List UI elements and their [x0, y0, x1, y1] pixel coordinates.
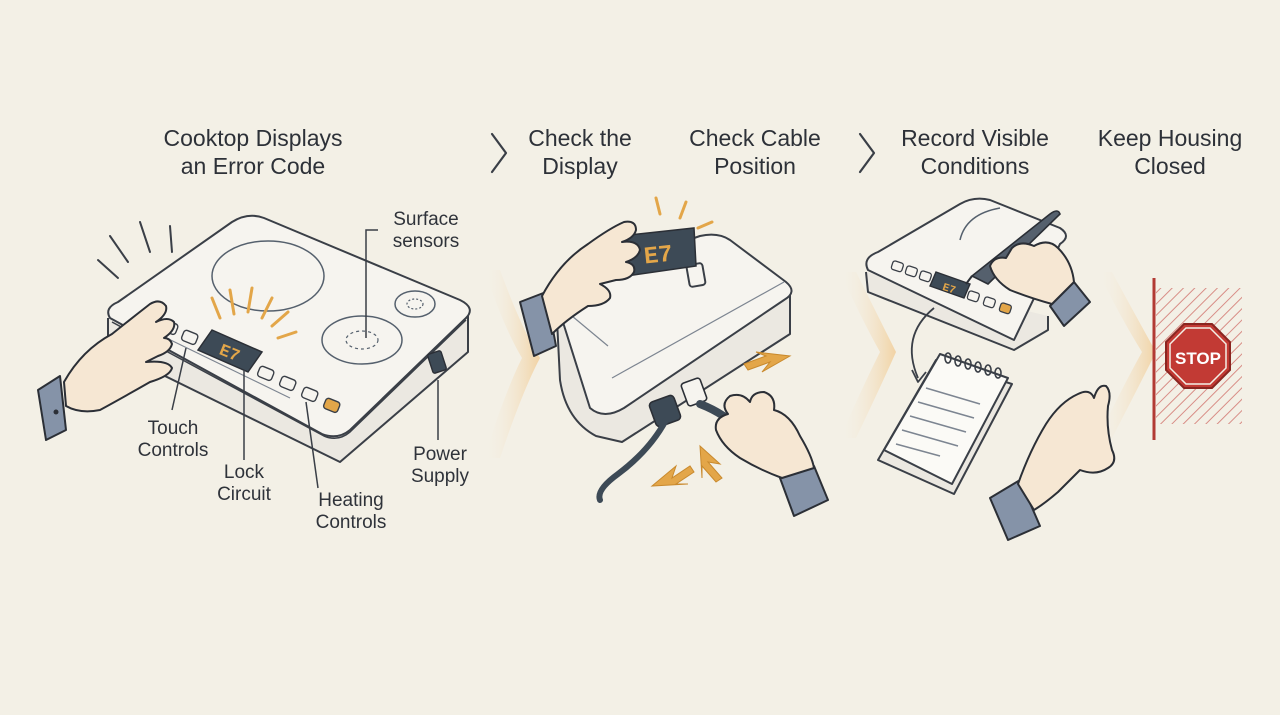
step-title-line: Cooktop Displays: [163, 125, 343, 151]
step-title-record-conditions: Record Visible Conditions: [890, 124, 1060, 180]
step-title-check-display: Check the Display: [515, 124, 645, 180]
arrow-to-notepad: [910, 307, 935, 379]
hand-icon: [989, 241, 1091, 327]
callout-heating-controls: Heating Controls: [304, 490, 398, 534]
alert-rays: [654, 196, 714, 230]
callout-line: Heating: [318, 490, 384, 511]
direction-arrows: [650, 351, 792, 487]
callout-line: sensors: [392, 231, 460, 252]
chevron-right-icon: [490, 132, 508, 174]
hand-icon: [519, 220, 641, 357]
callout-lock-circuit: Lock Circuit: [204, 462, 284, 506]
stop-sign-text: STOP: [1175, 349, 1221, 368]
arrow-chevron-icon: [1098, 272, 1156, 438]
step-title-line: Check Cable: [689, 125, 821, 151]
touch-buttons: [890, 260, 1012, 315]
stop-sign-icon: STOP: [1165, 323, 1231, 389]
step-title-line: Position: [714, 153, 796, 179]
callout-line: Lock: [223, 462, 265, 483]
callout-line: Surface: [393, 209, 459, 230]
callout-power-supply: Power Supply: [398, 444, 482, 488]
callout-line: Power: [413, 444, 467, 465]
arrow-chevron-icon: [840, 272, 896, 438]
step-title-line: Record Visible: [901, 125, 1049, 151]
chevron-right-icon: [858, 132, 876, 174]
callout-line: Circuit: [217, 484, 271, 505]
callout-line: Controls: [315, 512, 387, 533]
error-display-small: E7: [929, 271, 971, 299]
error-code-text: E7: [941, 282, 957, 297]
hand-icon: [714, 391, 829, 517]
notepad-icon: [877, 352, 1013, 495]
power-socket: [427, 350, 447, 374]
cooktop-small: [865, 197, 1067, 351]
error-display: E7: [196, 329, 264, 373]
step-title-line: Conditions: [920, 153, 1030, 179]
callout-line: Touch: [147, 418, 199, 439]
callout-line: Controls: [137, 440, 209, 461]
step-title-line: Closed: [1134, 153, 1206, 179]
step-title-line: Keep Housing: [1097, 125, 1243, 151]
leader-surface-sensors: [365, 229, 378, 338]
callout-surface-sensors: Surface sensors: [384, 209, 468, 253]
callout-line: Supply: [410, 466, 470, 487]
step-title-line: Check the: [528, 125, 632, 151]
leader-heating-controls: [305, 401, 319, 489]
alert-rays: [210, 286, 298, 340]
leader-touch-controls: [171, 347, 187, 411]
arrow-chevron-icon: [484, 270, 540, 458]
step-title-keep-closed: Keep Housing Closed: [1090, 124, 1250, 180]
step-title-line: an Error Code: [180, 153, 326, 179]
step-title-check-cable: Check Cable Position: [680, 124, 830, 180]
hand-icon: [37, 300, 176, 441]
error-code-text: E7: [643, 242, 674, 272]
callout-touch-controls: Touch Controls: [128, 418, 218, 462]
hand-icon: [989, 384, 1116, 541]
step-title-line: Display: [542, 153, 618, 179]
vibration-lines: [97, 221, 173, 279]
step-title-cooktop-error: Cooktop Displays an Error Code: [148, 124, 358, 180]
